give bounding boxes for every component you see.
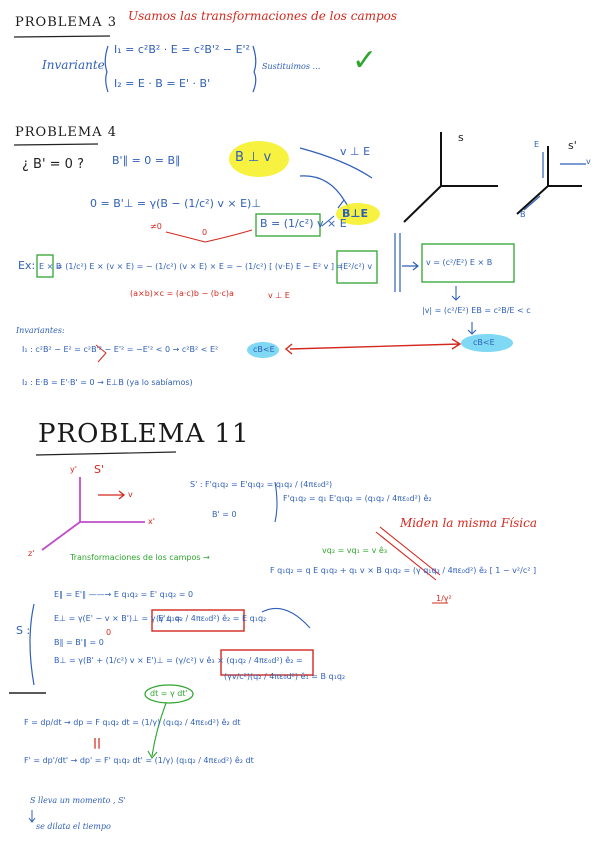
p11-S-line2: E⊥ = γ(E' − v × B')⊥ = γ E'⊥ = xyxy=(54,614,182,623)
p11-F-line1: F = dp/dt → dp = F q₁q₂ dt = (1/γ) (q₁q₂… xyxy=(24,718,241,727)
p4-line1: B'∥ = 0 = B∥ xyxy=(112,154,181,167)
p11-sprime-1: S' : F'q₁q₂ = E'q₁q₂ = q₁q₂ / (4πε₀d²) xyxy=(190,480,333,489)
p4-ex-box: E × B xyxy=(39,262,62,271)
p4-axes2-E: E xyxy=(534,140,540,149)
p4-heading: PROBLEMA 4 xyxy=(15,125,117,140)
p3-inv1: I₁ = c²B² · E = c²B'² − E'² xyxy=(114,43,250,56)
p11-transf: Transformaciones de los campos → xyxy=(70,553,210,562)
p3-inv-tail: Sustituimos … xyxy=(262,62,321,71)
p11-S-label: S : xyxy=(16,624,31,637)
p4-ex-eq: = (1/c²) E × (v × E) = − (1/c²) (v × E) … xyxy=(56,262,344,271)
p11-S-line2-box: (γ q₁q₂ / 4πε₀d²) ê₂ = E q₁q₂ xyxy=(156,614,267,623)
p3-inv-label: Invariante xyxy=(42,58,105,72)
p11-S-line1: E∥ = E'∥ ——→ E q₁q₂ = E' q₁q₂ = 0 xyxy=(54,590,194,599)
p4-ex: Ex: xyxy=(18,259,36,272)
p11-S-line4: B⊥ = γ(B' + (1/c²) v × E')⊥ = (γ/c²) v ê… xyxy=(54,656,303,665)
p11-foot1: S lleva un momento , S' xyxy=(30,796,126,805)
p3-heading: PROBLEMA 3 xyxy=(15,15,117,30)
p4-ex-red-vperpE: v ⊥ E xyxy=(268,291,290,300)
p4-hl-BperpE: B⊥E xyxy=(342,207,368,220)
p4-inv2: I₂ : E·B = E'·B' = 0 → E⊥B (ya lo sabíam… xyxy=(22,378,193,387)
p4-hl-BperpV: B ⊥ v xyxy=(235,150,272,165)
p11-axis-v: v xyxy=(128,490,133,499)
p11-S-line4-box: (γv/c²)(q₂ / 4πε₀d²) ê₁ = B q₁q₂ xyxy=(224,672,346,681)
p4-ex-box3: v = (c²/E²) E × B xyxy=(426,258,493,267)
p11-miden: Miden la misma Física xyxy=(400,516,538,530)
p11-axis-x: x' xyxy=(148,517,155,526)
p4-box-B: B = (1/c²) v × E xyxy=(260,217,347,230)
p4-ex-red-identity: (a×b)×c = (a·c)b − (b·c)a xyxy=(130,289,234,298)
p4-ex-mod: |v| = (c²/E²) EB = c²B/E < c xyxy=(422,306,531,315)
p11-heading: PROBLEMA 11 xyxy=(38,419,250,449)
p4-right-hl: cB<E xyxy=(473,338,495,347)
p4-axes1-s: s xyxy=(458,131,464,144)
p4-red-neq0: ≠0 xyxy=(150,222,162,231)
p11-vq: vq₂ = vq₁ = v ê₃ xyxy=(322,546,388,555)
p11-sprime-3: F'q₁q₂ = q₁ E'q₁q₂ = (q₁q₂ / 4πε₀d²) ê₂ xyxy=(283,494,432,503)
p4-v-perp-E: v ⊥ E xyxy=(340,145,371,158)
p4-question: ¿ B' = 0 ? xyxy=(22,157,84,172)
p4-axes2-B: B xyxy=(520,210,526,219)
p4-axes2-v: v xyxy=(586,157,591,166)
p3-note: Usamos las transformaciones de los campo… xyxy=(128,9,398,23)
p11-F-line2: F' = dp'/dt' → dp' = F' q₁q₂ dt' = (1/γ)… xyxy=(24,756,254,765)
p3-inv2: I₂ = E · B = E' · B' xyxy=(114,77,211,90)
p11-axis-S: S' xyxy=(94,463,105,476)
p4-axes2-s: s' xyxy=(568,139,577,152)
p4-line2: 0 = B'⊥ = γ(B − (1/c²) v × E)⊥ xyxy=(90,197,261,210)
p11-axis-z: z' xyxy=(28,549,35,558)
p11-axis-y: y' xyxy=(70,465,77,474)
p4-inv-label: Invariantes: xyxy=(16,326,65,335)
p11-F-red: 1/γ² xyxy=(436,594,452,603)
p4-ex-box2: (E²/c²) v xyxy=(340,262,373,271)
p4-inv1-hl: cB<E xyxy=(253,345,275,354)
p11-S-line3: B∥ = B'∥ = 0 xyxy=(54,638,104,647)
p11-dt-bubble: dt = γ dt' xyxy=(150,689,188,698)
p11-S-line2-red: 0 xyxy=(106,628,112,637)
p11-eq-sign: || xyxy=(93,736,102,749)
p11-foot2: se dilata el tiempo xyxy=(36,822,111,831)
p11-sprime-2: B' = 0 xyxy=(212,510,237,519)
check-icon: ✓ xyxy=(352,43,378,78)
p4-red-zero: 0 xyxy=(202,228,208,237)
p4-inv1: I₁ : c²B² − E² = c²B'² − E'² = −E'² < 0 … xyxy=(22,345,219,354)
p11-F-eq: F q₁q₂ = q E q₁q₂ + q₁ v × B q₁q₂ = (γ q… xyxy=(270,566,537,575)
